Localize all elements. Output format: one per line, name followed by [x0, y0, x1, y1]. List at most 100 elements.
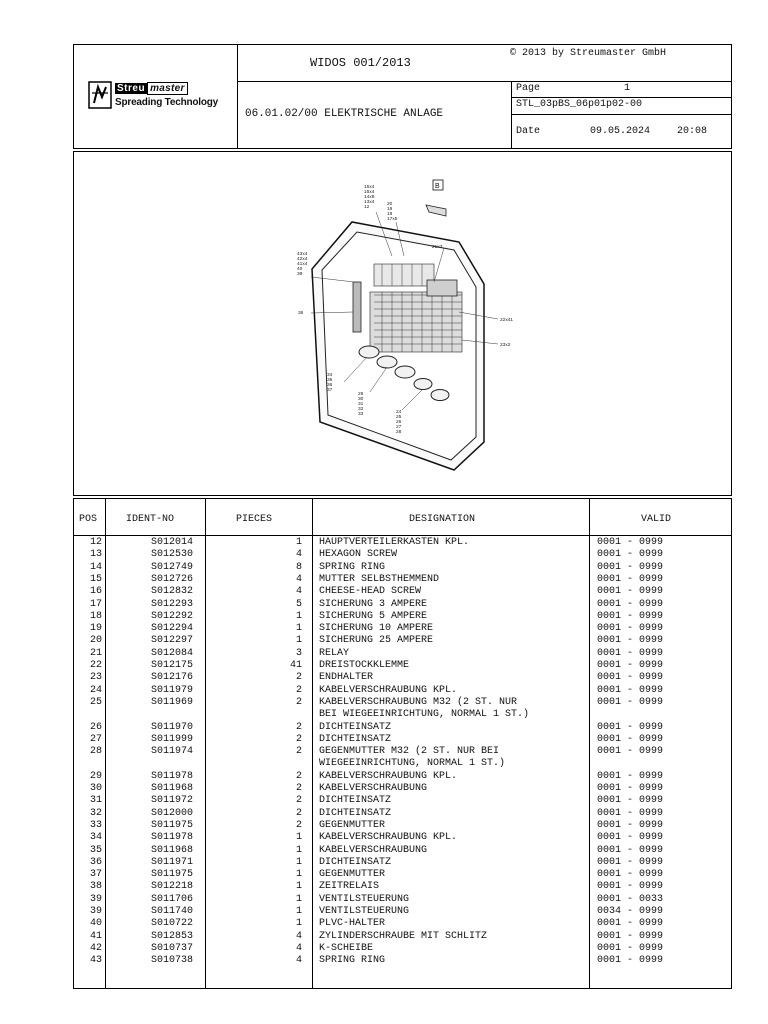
- cell-valid: 0001 - 0999: [597, 955, 664, 967]
- cell-pos: 31: [89, 795, 102, 807]
- cell-ident-no: S012853: [150, 930, 193, 942]
- cell-pos: 28: [89, 746, 102, 758]
- cell-valid: 0001 - 0999: [597, 672, 664, 684]
- cell-pos: 38: [89, 881, 102, 893]
- cell-designation: RELAY: [319, 647, 350, 659]
- cell-valid: 0001 - 0999: [597, 881, 664, 893]
- cell-designation-continued: BEI WIEGEEINRICHTUNG, NORMAL 1 ST.): [319, 708, 530, 720]
- cell-designation: DREISTOCKKLEMME: [319, 660, 410, 671]
- cell-pos: 16: [89, 586, 102, 598]
- cell-designation: MUTTER SELBSTHEMMEND: [319, 573, 440, 585]
- cell-ident-no: S010737: [150, 942, 193, 954]
- cell-designation: VENTILSTEUERUNG: [319, 906, 410, 917]
- cell-pos: 18: [89, 610, 102, 622]
- cell-designation: ZYLINDERSCHRAUBE MIT SCHLITZ: [319, 930, 488, 942]
- cell-ident-no: S012294: [150, 623, 193, 635]
- cell-designation: KABELVERSCHRAUBUNG KPL.: [319, 684, 458, 696]
- cell-designation: KABELVERSCHRAUBUNG KPL.: [319, 770, 458, 782]
- cell-valid: 0001 - 0999: [597, 623, 664, 635]
- cell-valid: 0001 - 0999: [597, 832, 664, 844]
- cell-ident-no: S011970: [150, 721, 193, 733]
- cell-ident-no: S012726: [150, 573, 193, 585]
- cell-pieces: 4: [295, 573, 302, 585]
- cell-valid: 0001 - 0999: [597, 795, 664, 807]
- cell-ident-no: S011979: [150, 684, 193, 696]
- svg-text:40: 40: [297, 266, 303, 272]
- svg-text:16x4: 16x4: [364, 184, 375, 190]
- streumaster-logo-icon: [88, 81, 112, 109]
- cell-ident-no: S012297: [150, 635, 193, 647]
- cell-valid: 0001 - 0999: [597, 598, 664, 610]
- cell-valid: 0001 - 0999: [597, 647, 664, 659]
- cell-ident-no: S012293: [150, 598, 193, 610]
- cell-valid: 0001 - 0999: [597, 856, 664, 868]
- header-separator: [74, 535, 731, 536]
- svg-text:43x4: 43x4: [297, 251, 308, 257]
- cell-designation: DICHTEINSATZ: [319, 733, 392, 745]
- cell-pos: 33: [89, 819, 102, 831]
- svg-text:19: 19: [387, 206, 393, 212]
- cell-pieces: 4: [295, 549, 302, 561]
- cell-designation: SPRING RING: [319, 561, 386, 573]
- svg-text:23x2: 23x2: [500, 342, 511, 348]
- cell-ident-no: S011978: [150, 832, 193, 844]
- cell-pos: 34: [89, 832, 102, 844]
- cell-pieces: 1: [295, 844, 302, 856]
- cell-pieces: 4: [295, 586, 302, 598]
- cell-ident-no: S012218: [150, 881, 193, 893]
- cell-pos: 17: [89, 598, 102, 610]
- cell-ident-no: S011740: [150, 906, 193, 917]
- cell-pieces: 5: [295, 598, 302, 610]
- cell-valid: 0001 - 0999: [597, 573, 664, 585]
- svg-text:32: 32: [358, 406, 364, 412]
- cell-valid: 0001 - 0999: [597, 942, 664, 954]
- date-label: Date: [516, 126, 541, 137]
- column-divider: [105, 499, 106, 988]
- cell-pos: 41: [89, 930, 102, 942]
- cell-designation: KABELVERSCHRAUBUNG: [319, 844, 428, 856]
- cell-ident-no: S012175: [150, 660, 193, 671]
- header-divider: [237, 45, 238, 149]
- cell-ident-no: S011974: [150, 746, 193, 758]
- cell-designation: ZEITRELAIS: [319, 881, 380, 893]
- exploded-view-drawing: B 16x4 15x4 14x8 13x4 12 20 19 18 17x5 2…: [73, 151, 732, 496]
- cell-designation: DICHTEINSATZ: [319, 721, 392, 733]
- header-divider: [511, 81, 512, 149]
- svg-text:41x4: 41x4: [297, 261, 308, 267]
- cell-designation: SICHERUNG 5 AMPERE: [319, 610, 428, 622]
- svg-text:28: 28: [396, 429, 402, 435]
- cell-pos: 23: [89, 672, 102, 684]
- cell-pieces: 1: [295, 918, 302, 930]
- cell-ident-no: S011975: [150, 869, 193, 881]
- cell-pieces: 2: [295, 684, 302, 696]
- svg-text:30: 30: [358, 396, 364, 402]
- cell-ident-no: S011971: [150, 856, 193, 868]
- cell-pos: 43: [89, 955, 102, 967]
- cell-pos: 30: [89, 783, 102, 794]
- cell-pieces: 4: [295, 942, 302, 954]
- document-title: WIDOS 001/2013: [310, 56, 411, 70]
- cell-designation: KABELVERSCHRAUBUNG KPL.: [319, 832, 458, 844]
- cell-pieces: 1: [295, 906, 302, 917]
- cell-designation: ENDHALTER: [319, 672, 374, 684]
- svg-text:42x4: 42x4: [297, 256, 308, 262]
- cell-pos: 35: [89, 844, 102, 856]
- cell-valid: 0001 - 0999: [597, 807, 664, 819]
- cell-valid: 0001 - 0999: [597, 660, 664, 671]
- cell-ident-no: S011999: [150, 733, 193, 745]
- date-value: 09.05.2024: [590, 126, 651, 137]
- cell-ident-no: S012292: [150, 610, 193, 622]
- cell-designation: HAUPTVERTEILERKASTEN KPL.: [319, 537, 470, 548]
- cell-ident-no: S012832: [150, 586, 193, 598]
- cell-pos: 14: [89, 561, 102, 573]
- cell-pos: 36: [89, 856, 102, 868]
- parts-table: POS IDENT-NO PIECES DESIGNATION VALID 12…: [73, 498, 732, 989]
- cell-pieces: 3: [295, 647, 302, 659]
- svg-text:13x4: 13x4: [364, 199, 375, 205]
- cell-pieces: 2: [295, 696, 302, 708]
- cell-pos: 20: [89, 635, 102, 647]
- cell-pos: 39: [89, 906, 102, 917]
- cell-pieces: 1: [295, 623, 302, 635]
- svg-text:27: 27: [396, 424, 402, 430]
